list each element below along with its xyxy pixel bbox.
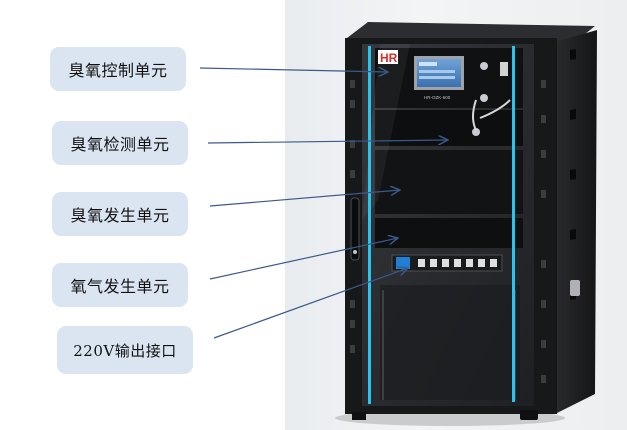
panel-model-text: HR-OZK-600 xyxy=(424,95,451,100)
brand-logo: HR xyxy=(380,51,398,65)
label-ozone-detection-unit: 臭氧检测单元 xyxy=(52,121,188,165)
oxygen-generator-unit xyxy=(375,218,523,248)
light-strip-right xyxy=(512,46,515,402)
cabinet-top xyxy=(347,22,595,42)
label-oxygen-generator-unit: 氧气发生单元 xyxy=(52,263,188,307)
label-ozone-generator-unit: 臭氧发生单元 xyxy=(52,192,188,236)
ozone-generator-unit xyxy=(375,150,523,214)
label-ozone-control-unit: 臭氧控制单元 xyxy=(50,47,186,91)
detection-unit xyxy=(375,110,523,146)
light-strip-left xyxy=(368,46,371,404)
cabinet-side xyxy=(555,30,597,414)
label-220v-output-port: 220V输出接口 xyxy=(57,326,193,374)
